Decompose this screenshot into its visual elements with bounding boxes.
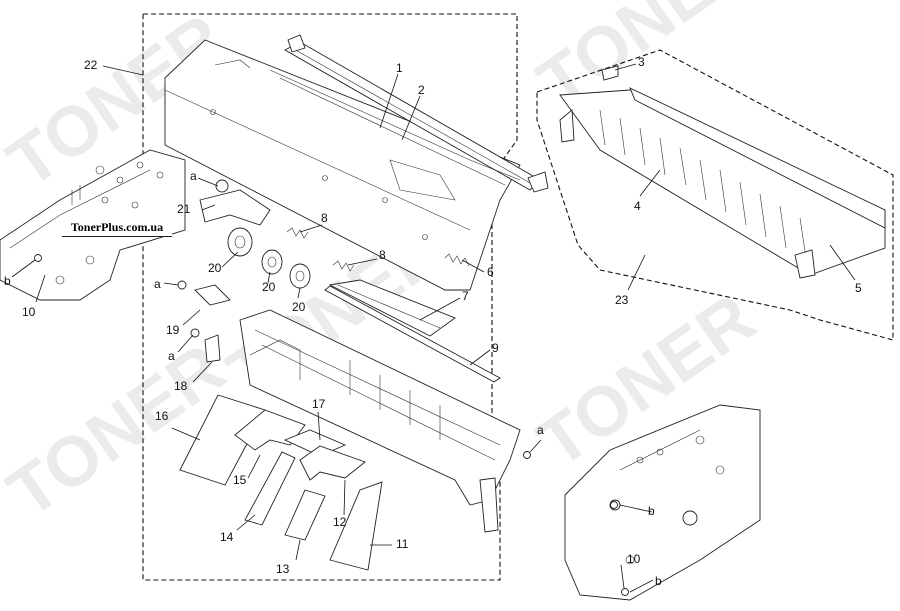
callout-labels: 22 1 2 3 4 5 6 7 8 8 9 10 10 11 12 13 14… [4, 55, 862, 588]
callout-14: 14 [220, 530, 234, 544]
part-7-plate [328, 279, 456, 337]
callout-10-right: 10 [627, 552, 641, 566]
callout-21: 21 [177, 202, 191, 216]
callout-4: 4 [634, 199, 641, 213]
right-side-frame [564, 404, 761, 601]
part-11-film [329, 481, 383, 571]
callout-11: 11 [396, 537, 409, 551]
part-9-shaft [324, 285, 501, 383]
callout-2: 2 [418, 83, 425, 97]
callout-a-2: a [154, 277, 161, 291]
part-12-film [299, 445, 366, 481]
callout-19: 19 [166, 323, 180, 337]
films-11-17 [179, 394, 383, 571]
part-2-inner-plate [269, 69, 521, 186]
callout-6: 6 [487, 265, 494, 279]
assembly-22-boundary [142, 13, 518, 581]
callout-3: 3 [638, 55, 645, 69]
callout-b-2: b [648, 504, 655, 518]
leader-lines [11, 63, 856, 593]
assembly-23-guide-plate [559, 65, 886, 279]
watermark-site-label: TonerPlus.com.ua [62, 218, 172, 237]
callout-22: 22 [84, 58, 98, 72]
callout-b-3: b [655, 574, 662, 588]
callout-8-upper: 8 [321, 211, 328, 225]
callout-a-4: a [537, 423, 544, 437]
callout-9: 9 [492, 341, 499, 355]
callout-18: 18 [174, 379, 188, 393]
part-20-rollers [227, 227, 311, 289]
screws [34, 254, 629, 596]
callout-15: 15 [233, 473, 247, 487]
callout-17: 17 [312, 397, 326, 411]
callout-23: 23 [615, 293, 629, 307]
callout-8-lower: 8 [379, 248, 386, 262]
part-14-film [244, 451, 296, 526]
part-13-film [284, 489, 326, 541]
callout-20-a: 20 [208, 261, 222, 275]
part-5-hinge [794, 249, 816, 279]
part-6-spring [444, 253, 470, 267]
callout-1: 1 [396, 61, 403, 75]
assembly-23-boundary [536, 49, 894, 341]
callout-20-c: 20 [292, 300, 306, 314]
part-21-bracket [199, 179, 271, 226]
callout-a-1: a [190, 169, 197, 183]
callout-13: 13 [276, 562, 290, 576]
callout-5: 5 [855, 281, 862, 295]
part-19-bracket [177, 280, 231, 306]
callout-16: 16 [155, 409, 169, 423]
part-3-clip [601, 65, 619, 81]
callout-a-3: a [168, 349, 175, 363]
callout-10-left: 10 [22, 305, 36, 319]
part-8-springs [286, 227, 355, 272]
callout-7: 7 [462, 289, 469, 303]
top-cover-plate [164, 39, 521, 291]
callout-b-1: b [4, 274, 11, 288]
callout-12: 12 [333, 515, 347, 529]
callout-20-b: 20 [262, 280, 276, 294]
